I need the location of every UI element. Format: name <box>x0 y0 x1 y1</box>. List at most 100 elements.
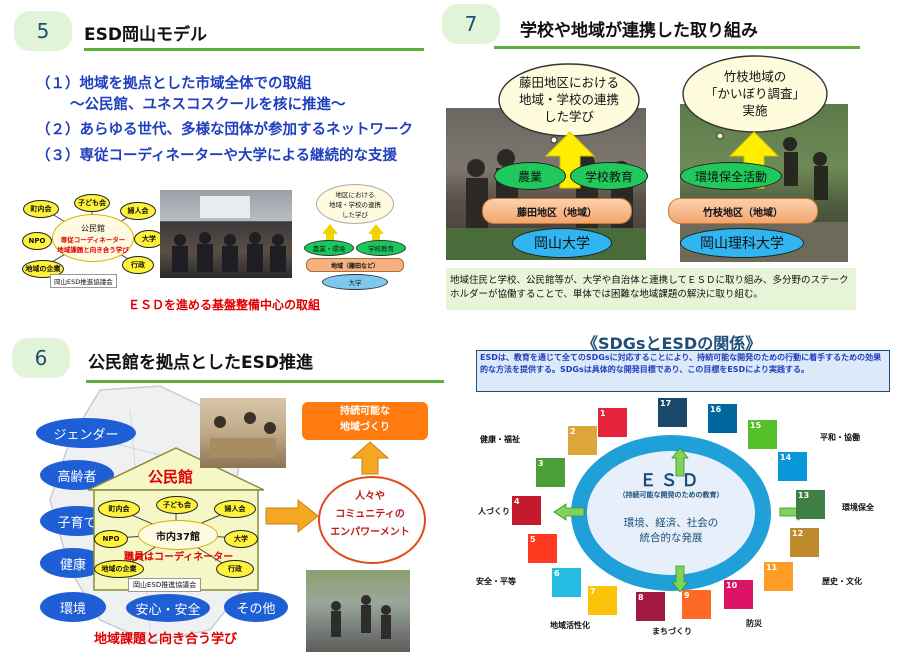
section-5-divider <box>84 48 424 51</box>
sec7-cloud-right-shape <box>682 55 828 140</box>
sec6-tag-gender: ジェンダー <box>36 418 136 448</box>
sec5-network-diagram: 公民館 専従コーディネーター 地域課題と向き合う学び 町内会 子ども会 婦人会 … <box>22 190 164 290</box>
sec7-description-box <box>446 268 856 310</box>
sec6-house-title: 公民館 <box>148 468 194 486</box>
sdg-goal-4: 4 <box>512 496 541 525</box>
sec7-tag-kankyo: 環境保全活動 <box>680 162 782 190</box>
sec5-mini-univ: 大学 <box>322 274 388 290</box>
sec5-mini-right: 学校教育 <box>356 240 406 256</box>
sec6-node-kodomokai: 子ども会 <box>156 496 198 514</box>
sec7-base-fujita: 藤田地区（地域） <box>482 198 632 224</box>
sec7-base-takeeda: 竹枝地区（地域） <box>668 198 818 224</box>
esd-body: 環境、経済、社会の 統合的な発展 <box>623 517 719 544</box>
sec6-node-council: 岡山ESD推進協議会 <box>128 578 202 592</box>
section-7-title: 学校や地域が連携した取り組み <box>520 21 758 41</box>
sec7-univ-okayama: 岡山大学 <box>512 228 612 258</box>
sec6-arrow-up <box>350 441 390 475</box>
sdg-label-envprotect: 環境保全 <box>842 503 874 512</box>
sec6-goal-box <box>302 402 428 440</box>
sdgs-desc: ESDは、教育を通じて全てのSDGsに対応することにより、持続可能な開発のための… <box>480 353 882 374</box>
sec5-center-sub2: 地域課題と向き合う学び <box>57 245 129 254</box>
sec6-node-chonaikai: 町内会 <box>98 500 140 518</box>
sec5-node-npo: NPO <box>22 232 52 250</box>
esd-ring <box>571 435 771 591</box>
sdg-label-region: 地域活性化 <box>550 621 590 630</box>
sdg-goal-16: 16 <box>708 404 737 433</box>
sec5-center-node: 公民館 専従コーディネーター 地域課題と向き合う学び <box>52 214 134 262</box>
sdg-label-town: まちづくり <box>652 627 692 636</box>
sec6-node-daigaku: 大学 <box>224 530 258 548</box>
section-6-badge: 6 <box>12 338 70 378</box>
sec5-node-kodomokai: 子ども会 <box>74 194 110 212</box>
sec6-tag-safety: 安心・安全 <box>126 594 210 622</box>
sdg-label-equality: 安全・平等 <box>476 577 516 586</box>
sdg-goal-13: 13 <box>796 490 825 519</box>
section-6-divider <box>86 380 444 383</box>
sec7-cloud-left: 藤田地区における 地域・学校の連携 した学び <box>518 75 619 124</box>
sdg-goal-12: 12 <box>790 528 819 557</box>
sec6-arrow-right <box>265 498 319 534</box>
sdg-goal-17: 17 <box>658 398 687 427</box>
sec7-arrow-left <box>544 131 596 189</box>
esd-sub: （持続可能な開発のための教育） <box>618 491 724 499</box>
sec6-outdoor-photo <box>306 570 410 652</box>
sec5-center-sub1: 専従コーディネーター <box>60 235 126 244</box>
sec5-mini-base: 地域（藤田など） <box>306 258 404 272</box>
sdg-goal-15: 15 <box>748 420 777 449</box>
sdgs-title: 《SDGsとESDの関係》 <box>582 334 762 353</box>
sec5-item-2: （２）あらゆる世代、多様な団体が参加するネットワーク <box>36 122 413 138</box>
sdg-goal-2: 2 <box>568 426 597 455</box>
sdg-goal-6: 6 <box>552 568 581 597</box>
sdg-goal-10: 10 <box>724 580 753 609</box>
sdg-label-disaster: 防災 <box>746 619 762 628</box>
sec6-empower-text: 人々や コミュニティの エンパワーメント <box>330 491 410 538</box>
sec6-tag-env: 環境 <box>40 592 106 622</box>
sec6-node-fujinkai: 婦人会 <box>214 500 256 518</box>
sdg-label-people: 人づくり <box>478 507 510 516</box>
sdg-goal-7: 7 <box>588 586 617 615</box>
sdg-goal-8: 8 <box>636 592 665 621</box>
sec5-node-gyosei: 行政 <box>122 256 154 274</box>
sec7-tag-gakko: 学校教育 <box>570 162 648 190</box>
sec6-tag-other: その他 <box>224 592 288 622</box>
sec6-node-gyosei: 行政 <box>216 560 254 578</box>
sdg-goal-14: 14 <box>778 452 807 481</box>
sdg-goal-1: 1 <box>598 408 627 437</box>
sec6-node-kigyo: 地域の企業 <box>94 560 144 578</box>
sec5-meeting-photo <box>160 190 292 278</box>
sec6-caption: 地域課題と向き合う学び <box>94 632 238 647</box>
sec5-caption: ＥＳＤを進める基盤整備中心の取組 <box>128 298 321 312</box>
sec5-mini-diagram: 地区における 地域・学校の連携 した学び 農業・環境 学校教育 地域（藤田など）… <box>300 184 410 294</box>
sec6-empower-oval <box>318 476 426 564</box>
sec6-goal-text: 持続可能な 地域づくり <box>340 406 390 433</box>
sec5-node-kigyo: 地域の企業 <box>22 260 64 278</box>
sec5-item-1-sub: 〜公民館、ユネスコスクールを核に推進〜 <box>70 97 346 113</box>
sec5-mini-cloud: 地区における 地域・学校の連携 した学び <box>316 184 394 224</box>
sec5-node-council: 岡山ESD推進協議会 <box>50 274 117 288</box>
sec7-description: 地域住民と学校、公民館等が、大学や自治体と連携してＥＳＤに取り組み、多分野のステ… <box>450 275 849 300</box>
sec5-center-label: 公民館 <box>81 223 105 233</box>
sdgs-desc-box <box>476 350 890 392</box>
sec7-univ-rika: 岡山理科大学 <box>680 228 804 258</box>
sec6-house-sub: 職員はコーディネーター <box>124 552 234 563</box>
section-7-badge: 7 <box>442 4 500 44</box>
sec5-node-fujinkai: 婦人会 <box>120 202 156 220</box>
section-5-badge: 5 <box>14 11 72 51</box>
sec5-node-chonaikai: 町内会 <box>23 200 59 218</box>
sdg-goal-3: 3 <box>536 458 565 487</box>
sec5-item-1: （１）地域を拠点とした市域全体での取組 <box>36 76 312 92</box>
sdg-goal-11: 11 <box>764 562 793 591</box>
sec6-workshop-photo <box>200 398 286 468</box>
sec7-tag-nogyo: 農業 <box>494 162 566 190</box>
section-6-title: 公民館を拠点としたESD推進 <box>88 353 313 373</box>
sec7-cloud-right: 竹枝地域の 「かいぼり調査」 実施 <box>704 69 805 118</box>
sdg-label-health: 健康・福祉 <box>480 435 520 444</box>
sec5-photo-figures <box>172 196 286 272</box>
sec5-item-3: （３）専従コーディネーターや大学による継続的な支援 <box>36 148 398 164</box>
sec5-node-daigaku: 大学 <box>134 230 164 248</box>
sec5-mini-left: 農業・環境 <box>304 240 354 256</box>
sdg-label-culture: 歴史・文化 <box>822 577 862 586</box>
section-7-divider <box>494 46 860 49</box>
sdg-goal-5: 5 <box>528 534 557 563</box>
section-5-title: ESD岡山モデル <box>84 25 207 45</box>
